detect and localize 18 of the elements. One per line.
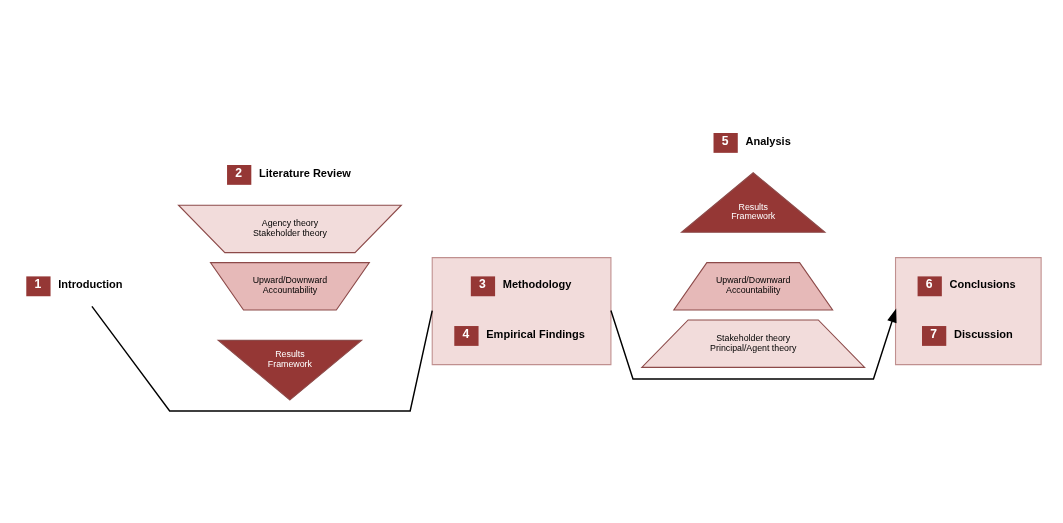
node-label: Analysis [745,134,791,147]
node-label: Conclusions [949,277,1016,290]
node-box: 4 [454,326,479,346]
cluster [894,257,1042,366]
node-box: 6 [917,276,942,297]
node-box: 5 [713,133,738,153]
node-label: Introduction [58,277,123,290]
node-label: Literature Review [259,166,351,179]
node-box: 1 [26,276,51,297]
arrow [610,308,897,380]
connector [91,305,433,412]
node-box: 7 [922,326,947,346]
node-label: Empirical Findings [486,327,585,340]
node-label: Discussion [953,327,1013,340]
node-box: 2 [227,165,252,185]
node-label: Methodology [502,277,572,290]
cluster [431,257,612,366]
node-box: 3 [470,276,496,297]
